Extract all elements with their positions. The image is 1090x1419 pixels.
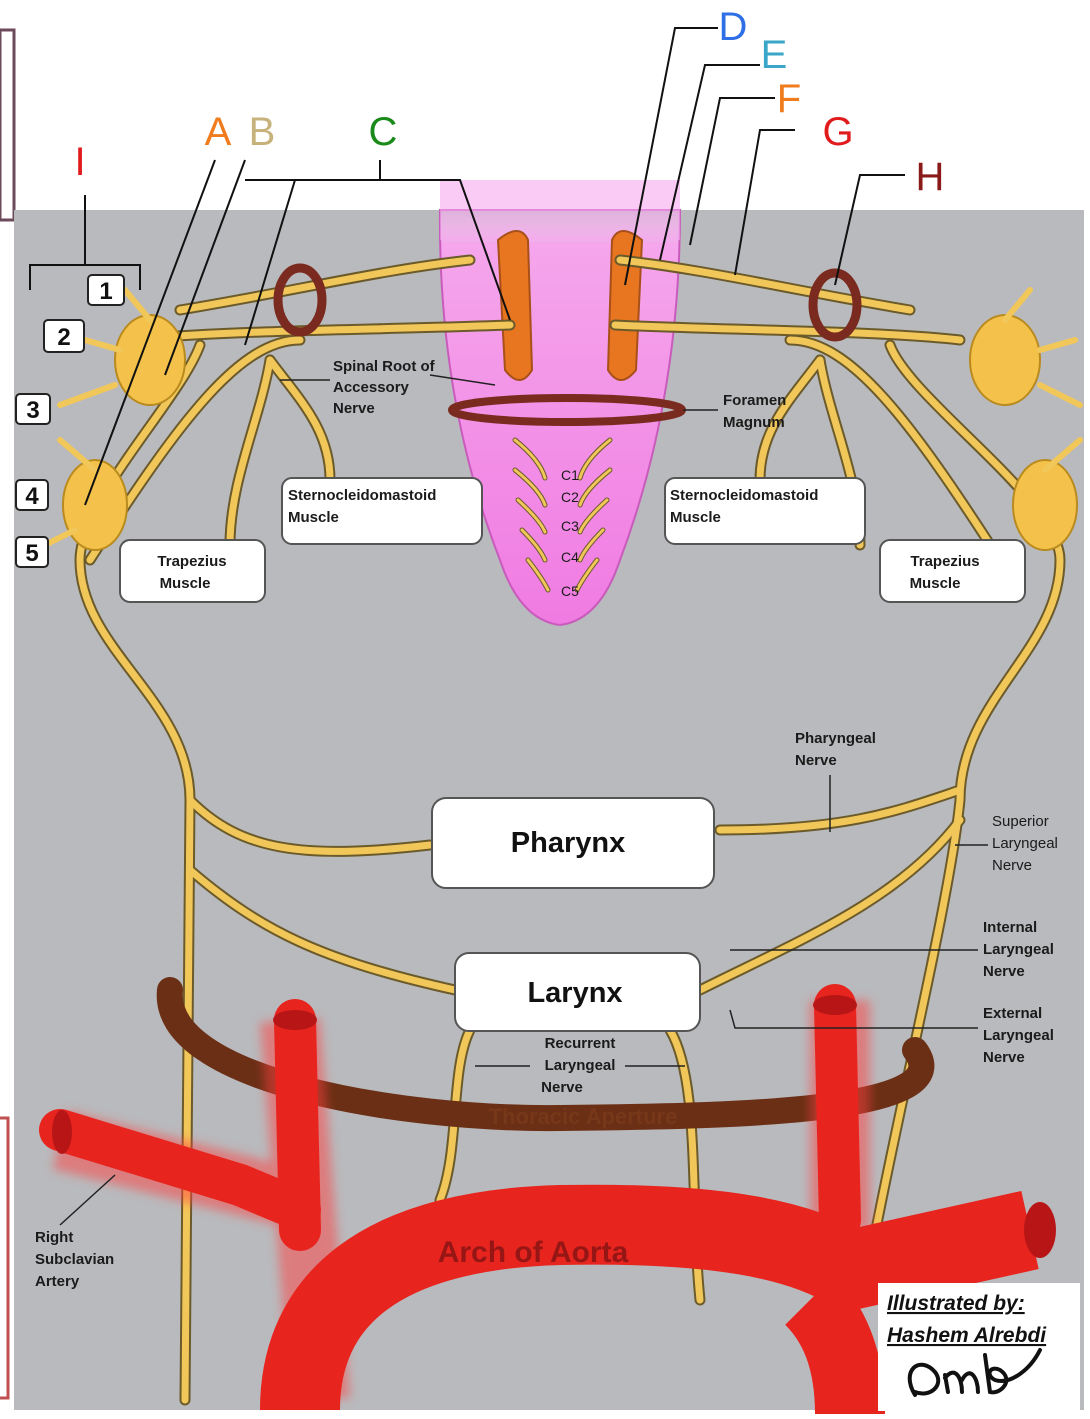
left-frame-edge-bottom [0,1118,8,1398]
number-2: 2 [57,324,70,351]
right-common-carotid [295,1020,300,1230]
superior-laryngeal-label-2: Laryngeal [992,835,1058,852]
ganglion-right-lower [1013,460,1077,550]
ganglion-left-lower [63,460,127,550]
scm-right-label-1: Sternocleidomastoid [670,487,818,504]
spinal-root-label-2: Accessory [333,379,410,396]
larynx-label: Larynx [527,977,622,1009]
left-common-carotid [835,1005,840,1220]
letter-g: G [822,110,853,154]
spinal-root-label-1: Spinal Root of [333,358,436,375]
right-subclavian-label-2: Subclavian [35,1251,114,1268]
pharyngeal-nerve-label-1: Pharyngeal [795,730,876,747]
external-laryngeal-label-2: Laryngeal [983,1027,1054,1044]
c4-label: C4 [561,549,579,565]
recurrent-laryngeal-label-1: Recurrent [545,1035,616,1052]
arch-of-aorta-label: Arch of Aorta [438,1236,629,1269]
letter-e: E [761,33,788,77]
thoracic-aperture-label: Thoracic Aperture [489,1104,678,1129]
recurrent-laryngeal-label-3: Nerve [541,1079,583,1096]
pharynx-label: Pharynx [511,827,625,859]
c3-label: C3 [561,518,579,534]
letter-c: C [369,110,398,154]
ganglion-left-upper [115,315,185,405]
internal-laryngeal-label-2: Laryngeal [983,941,1054,958]
c1-label: C1 [561,467,579,483]
letter-i: I [74,140,85,184]
foramen-magnum-label-2: Magnum [723,414,785,431]
top-white-area [155,0,625,210]
trapezius-left-label-1: Trapezius [157,553,226,570]
letter-d: D [719,5,748,49]
trapezius-right-label-1: Trapezius [910,553,979,570]
letter-b: B [249,110,276,154]
c2-label: C2 [561,489,579,505]
number-4: 4 [25,483,39,510]
scm-left-label-1: Sternocleidomastoid [288,487,436,504]
scm-right-label-2: Muscle [670,509,721,526]
trapezius-left-label-2: Muscle [160,575,211,592]
external-laryngeal-label-1: External [983,1005,1042,1022]
trapezius-box-left [120,540,265,602]
trapezius-box-right [880,540,1025,602]
ganglion-right-upper [970,315,1040,405]
number-3: 3 [26,397,39,424]
right-subclavian-label-3: Artery [35,1273,80,1290]
left-frame-edge-top [0,30,14,220]
c5-label: C5 [561,583,579,599]
external-laryngeal-label-3: Nerve [983,1049,1025,1066]
artery-end-right [1024,1202,1056,1258]
recurrent-laryngeal-label-2: Laryngeal [545,1057,616,1074]
scm-left-label-2: Muscle [288,509,339,526]
superior-laryngeal-label-1: Superior [992,813,1049,830]
spinal-root-label-3: Nerve [333,400,375,417]
foramen-magnum-label-1: Foramen [723,392,786,409]
letter-h: H [916,155,945,199]
credit-line-2: Hashem Alrebdi [887,1324,1047,1347]
trapezius-right-label-2: Muscle [910,575,961,592]
number-1: 1 [99,278,112,305]
internal-laryngeal-label-1: Internal [983,919,1037,936]
nucleus-right [608,231,642,380]
credit-line-1: Illustrated by: [887,1292,1025,1315]
letter-f: F [777,77,801,121]
superior-laryngeal-label-3: Nerve [992,857,1032,874]
pharyngeal-nerve-label-2: Nerve [795,752,837,769]
letter-a: A [205,110,232,154]
descending-aorta [810,1300,850,1414]
number-5: 5 [25,540,38,567]
internal-laryngeal-label-3: Nerve [983,963,1025,980]
right-subclavian-label-1: Right [35,1229,73,1246]
